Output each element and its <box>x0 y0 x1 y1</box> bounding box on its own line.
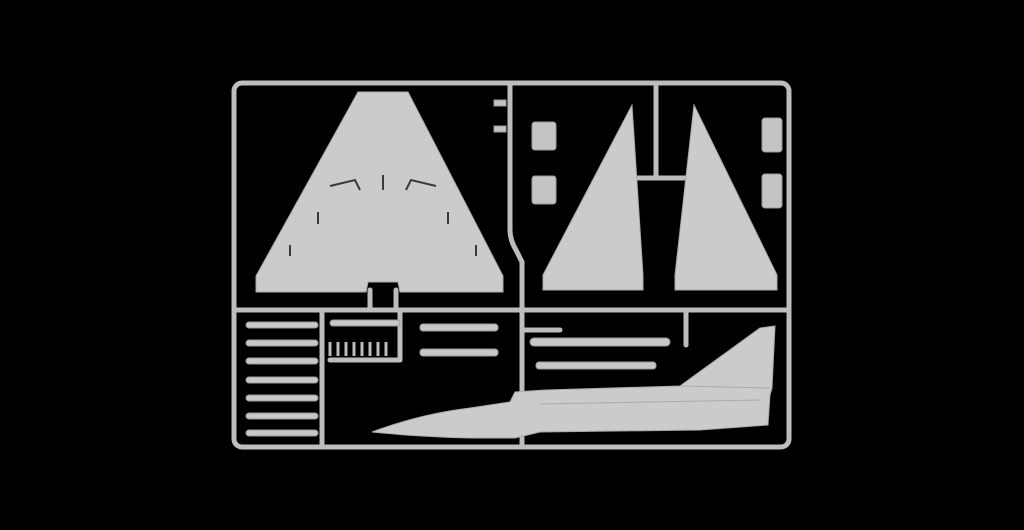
sprue-frame <box>231 80 792 450</box>
vertical-fin-right <box>674 103 778 291</box>
missile-parts <box>245 319 671 437</box>
vertical-fin-left <box>542 103 644 291</box>
wing-part <box>255 91 504 293</box>
small-parts-top <box>493 99 783 209</box>
pylon-comb <box>328 342 388 356</box>
fuselage-part <box>371 325 776 439</box>
